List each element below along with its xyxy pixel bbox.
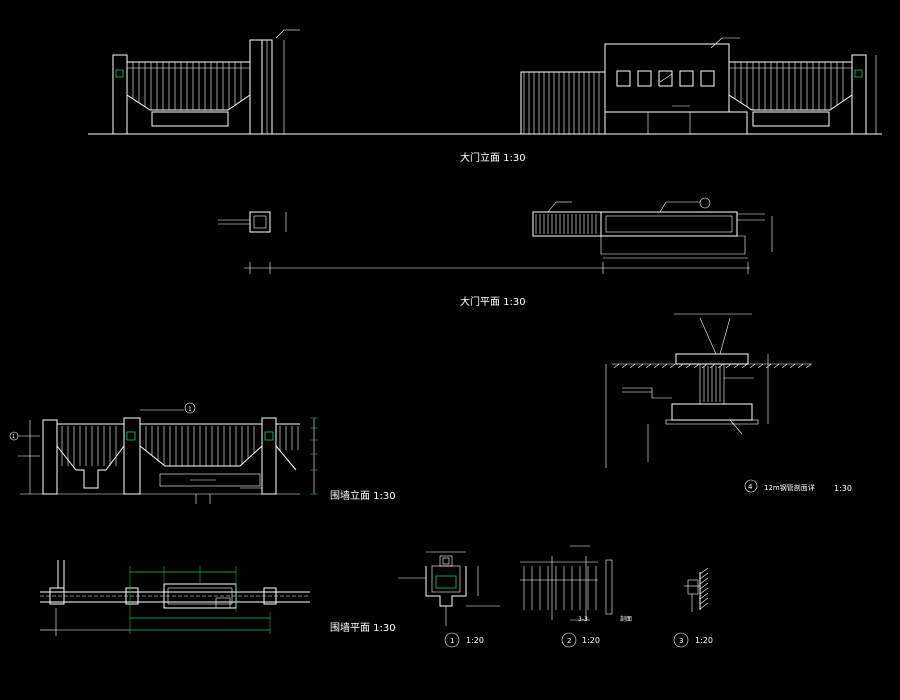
svg-text:3: 3 <box>679 637 683 645</box>
guard-house-plan <box>600 211 738 237</box>
detail-3-marker <box>673 632 689 648</box>
detail-3: 3 1:20 <box>673 567 713 648</box>
north-marker <box>699 197 711 209</box>
section-marker-number: 4 <box>748 483 753 491</box>
plan-sliding-gate <box>535 214 597 234</box>
left-gate-panel <box>126 61 251 127</box>
section-marker <box>744 479 758 493</box>
wall-pier-2 <box>123 417 141 495</box>
plan-pier-2 <box>125 587 139 605</box>
detail-2-side-view <box>605 559 613 615</box>
detail-2: 3-3 剖面 2 1:20 <box>520 545 632 648</box>
guard-house-base <box>604 111 748 135</box>
soil-hatching <box>613 363 812 369</box>
gate-plan-title: 大门平面 1:30 <box>460 295 526 308</box>
svg-text:2: 2 <box>567 637 571 645</box>
wall-fence-bars <box>61 426 299 466</box>
wall-plan: 围墙平面 1:30 <box>40 560 396 636</box>
plan-pier-1 <box>49 587 65 605</box>
wall-elevation: 1 1 围墙立面 1:30 <box>9 402 396 504</box>
gate-plan: 大门平面 1:30 <box>218 197 773 308</box>
gate-base <box>151 111 229 127</box>
leader-line <box>275 29 285 39</box>
pier-ornament <box>115 69 124 78</box>
svg-text:1: 1 <box>450 637 454 645</box>
plan-pier <box>249 211 271 233</box>
detail-1-marker <box>444 632 460 648</box>
detail-2-marker <box>561 632 577 648</box>
blinding-layer <box>665 419 759 425</box>
wall-plan-title: 围墙平面 1:30 <box>330 621 396 634</box>
left-gate-bars <box>132 62 242 110</box>
wall-pier-3 <box>261 417 277 495</box>
pier-ornament-right <box>854 69 863 78</box>
right-pier <box>851 54 867 135</box>
gate-elevation: 大门立面 1:30 <box>88 29 882 164</box>
section-detail: 4 12m钢管剖面详 1:30 <box>605 313 852 493</box>
wall-base-panel <box>159 473 261 487</box>
detail-1-scale: 1:20 <box>466 636 484 645</box>
gate-elevation-title: 大门立面 1:30 <box>460 151 526 164</box>
right-gate-bars <box>734 62 844 110</box>
detail-2-side-label: 剖面 <box>620 615 632 623</box>
guard-house-windows <box>616 70 715 87</box>
detail-3-scale: 1:20 <box>695 636 713 645</box>
section-scale: 1:30 <box>834 484 852 493</box>
sliding-gate-bars <box>523 72 600 134</box>
svg-text:1: 1 <box>12 434 15 440</box>
gate-base-right <box>752 111 830 127</box>
svg-text:1: 1 <box>188 406 192 413</box>
detail-2-section-label: 3-3 <box>578 616 588 623</box>
wall-elevation-title: 围墙立面 1:30 <box>330 489 396 502</box>
wall-callout-circle <box>184 402 196 414</box>
wall-pier-1 <box>42 419 58 495</box>
plan-pier-3 <box>263 587 277 605</box>
detail-2-scale: 1:20 <box>582 636 600 645</box>
detail-1: 1 1:20 <box>398 551 500 648</box>
section-caption: 12m钢管剖面详 <box>764 483 815 492</box>
